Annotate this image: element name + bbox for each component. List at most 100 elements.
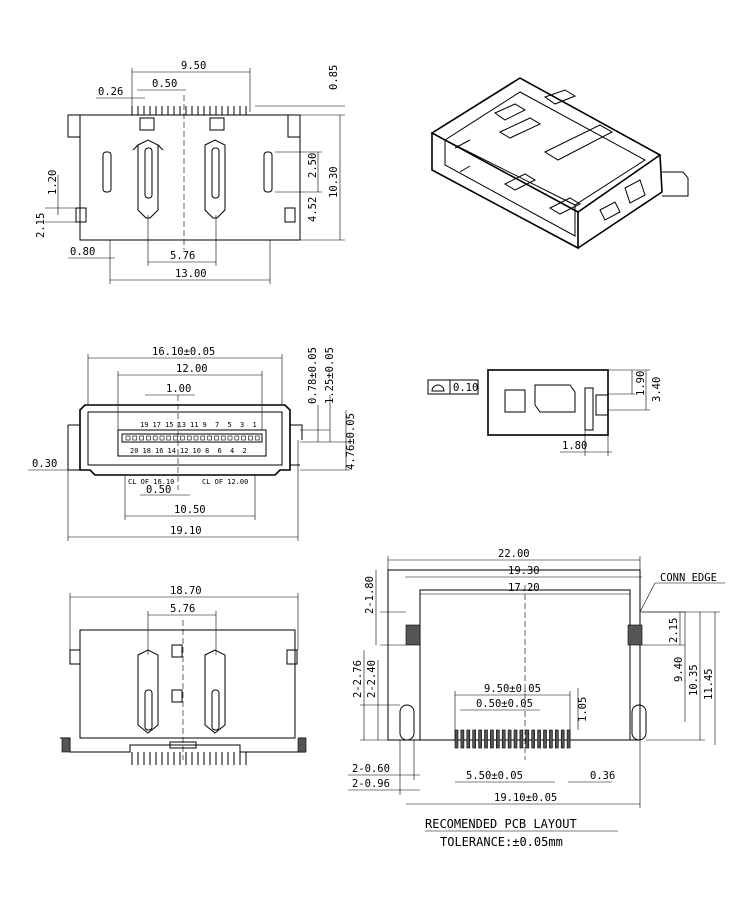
label-cl-12-00: CL OF 12.00	[202, 478, 248, 486]
dim-pcb-9-50: 9.50±0.05	[484, 683, 541, 695]
bottom-view: 18.70 5.76	[60, 585, 307, 765]
pin-number-bottom: 10	[193, 447, 201, 455]
pcb-pad	[501, 729, 506, 749]
pin-number-bottom: 6	[218, 447, 222, 455]
dim-top-13-00: 13.00	[175, 268, 207, 280]
dim-top-2-50: 2.50	[307, 153, 319, 178]
pin-number-bottom: 4	[230, 447, 234, 455]
pcb-pad	[554, 729, 559, 749]
pin-number-top: 1	[253, 421, 257, 429]
isometric-view	[430, 77, 689, 250]
pcb-pad	[460, 729, 465, 749]
front-contact	[193, 435, 199, 441]
dim-front-16-10: 16.10±0.05	[152, 346, 215, 358]
dim-bottom-5-76: 5.76	[170, 603, 195, 615]
dim-top-1-20: 1.20	[47, 170, 59, 195]
pcb-layout: 22.00 19.30 17.20 CONN EDGE 2-1.80 2.15 …	[348, 548, 725, 849]
dim-top-0-80: 0.80	[70, 246, 95, 258]
pcb-pad	[490, 729, 494, 749]
front-contact	[166, 435, 172, 441]
dim-front-0-78: 0.78±0.05	[307, 347, 319, 404]
front-contact	[132, 435, 138, 441]
front-contact	[241, 435, 246, 441]
front-contact	[173, 435, 178, 441]
dim-pcb-11-45: 11.45	[703, 668, 715, 700]
dim-bottom-18-70: 18.70	[170, 585, 202, 597]
pcb-tolerance: TOLERANCE:±0.05mm	[440, 835, 563, 849]
dim-side-1-80: 1.80	[562, 440, 587, 452]
label-conn-edge: CONN EDGE	[660, 572, 717, 584]
pin-number-top: 3	[240, 421, 244, 429]
dim-pcb-9-40: 9.40	[673, 657, 685, 682]
flatness-value: 0.10	[453, 382, 478, 394]
front-contact	[200, 435, 206, 441]
dim-top-9-50: 9.50	[181, 60, 206, 72]
dim-top-0-26: 0.26	[98, 86, 123, 98]
dim-pcb-0-50: 0.50±0.05	[476, 698, 533, 710]
dim-side-1-90: 1.90	[635, 371, 647, 396]
side-view: 0.10 1.90 3.40 1.80	[427, 369, 663, 456]
front-contact	[254, 435, 260, 441]
pcb-pad	[513, 729, 518, 749]
pin-number-bottom: 20	[130, 447, 138, 455]
dim-top-10-30: 10.30	[328, 166, 340, 198]
dim-pcb-19-30: 19.30	[508, 565, 540, 577]
pin-number-bottom: 2	[243, 447, 247, 455]
pcb-pad	[478, 729, 482, 749]
dim-pcb-17-20: 17.20	[508, 582, 540, 594]
pcb-caption: RECOMENDED PCB LAYOUT	[425, 817, 577, 831]
pcb-pad	[519, 729, 524, 749]
front-contact	[234, 435, 240, 441]
dim-top-2-15: 2.15	[35, 213, 47, 238]
pcb-pad	[549, 729, 553, 749]
dim-front-1-00: 1.00	[166, 383, 191, 395]
dim-front-0-30: 0.30	[32, 458, 57, 470]
pin-number-bottom: 16	[155, 447, 163, 455]
dim-pcb-2-180: 2-1.80	[364, 576, 376, 614]
dim-pcb-2-15: 2.15	[668, 618, 680, 643]
dim-pcb-2-060: 2-0.60	[352, 763, 390, 775]
pin-number-top: 19	[140, 421, 148, 429]
front-contact	[152, 435, 158, 441]
dim-front-10-50: 10.50	[174, 504, 206, 516]
dim-pcb-19-10: 19.10±0.05	[494, 792, 557, 804]
pin-number-top: 9	[203, 421, 207, 429]
dim-top-4-52: 4.52	[307, 197, 319, 222]
pcb-pad	[543, 729, 547, 749]
label-cl-16-10: CL OF 16.10	[128, 478, 174, 486]
pcb-pad	[566, 729, 571, 749]
dim-pcb-0-36: 0.36	[590, 770, 615, 782]
pin-number-top: 13	[178, 421, 186, 429]
pcb-pad	[560, 729, 565, 749]
dim-pcb-22-00: 22.00	[498, 548, 530, 560]
dim-pcb-2-240: 2-2.40	[366, 660, 378, 698]
dim-top-0-85: 0.85	[328, 65, 340, 90]
pcb-pad	[454, 729, 459, 749]
pin-number-top: 11	[190, 421, 198, 429]
pin-number-top: 15	[165, 421, 173, 429]
pcb-pad	[472, 729, 477, 749]
front-contact	[146, 435, 151, 441]
top-view: 9.50 0.50 0.26 0.85 10.30 2.50 4.52 1.20…	[35, 60, 345, 284]
dim-front-19-10: 19.10	[170, 525, 202, 537]
front-contact	[186, 435, 192, 441]
dim-front-4-76: 4.76±0.05	[345, 413, 357, 470]
front-contact	[125, 435, 131, 441]
front-contact	[207, 435, 212, 441]
dim-front-0-50: 0.50	[146, 484, 171, 496]
pcb-pad	[531, 729, 536, 749]
pcb-pad	[525, 729, 530, 749]
front-contact	[214, 435, 219, 441]
pcb-pad	[537, 729, 541, 749]
dim-pcb-10-35: 10.35	[688, 664, 700, 696]
front-contact	[220, 435, 226, 441]
pcb-pad	[484, 729, 488, 749]
pin-number-bottom: 8	[205, 447, 209, 455]
dim-pcb-1-05: 1.05	[577, 697, 589, 722]
dim-pcb-5-50: 5.50±0.05	[466, 770, 523, 782]
dim-top-5-76: 5.76	[170, 250, 195, 262]
dim-top-0-50: 0.50	[152, 78, 177, 90]
pin-number-bottom: 18	[143, 447, 151, 455]
